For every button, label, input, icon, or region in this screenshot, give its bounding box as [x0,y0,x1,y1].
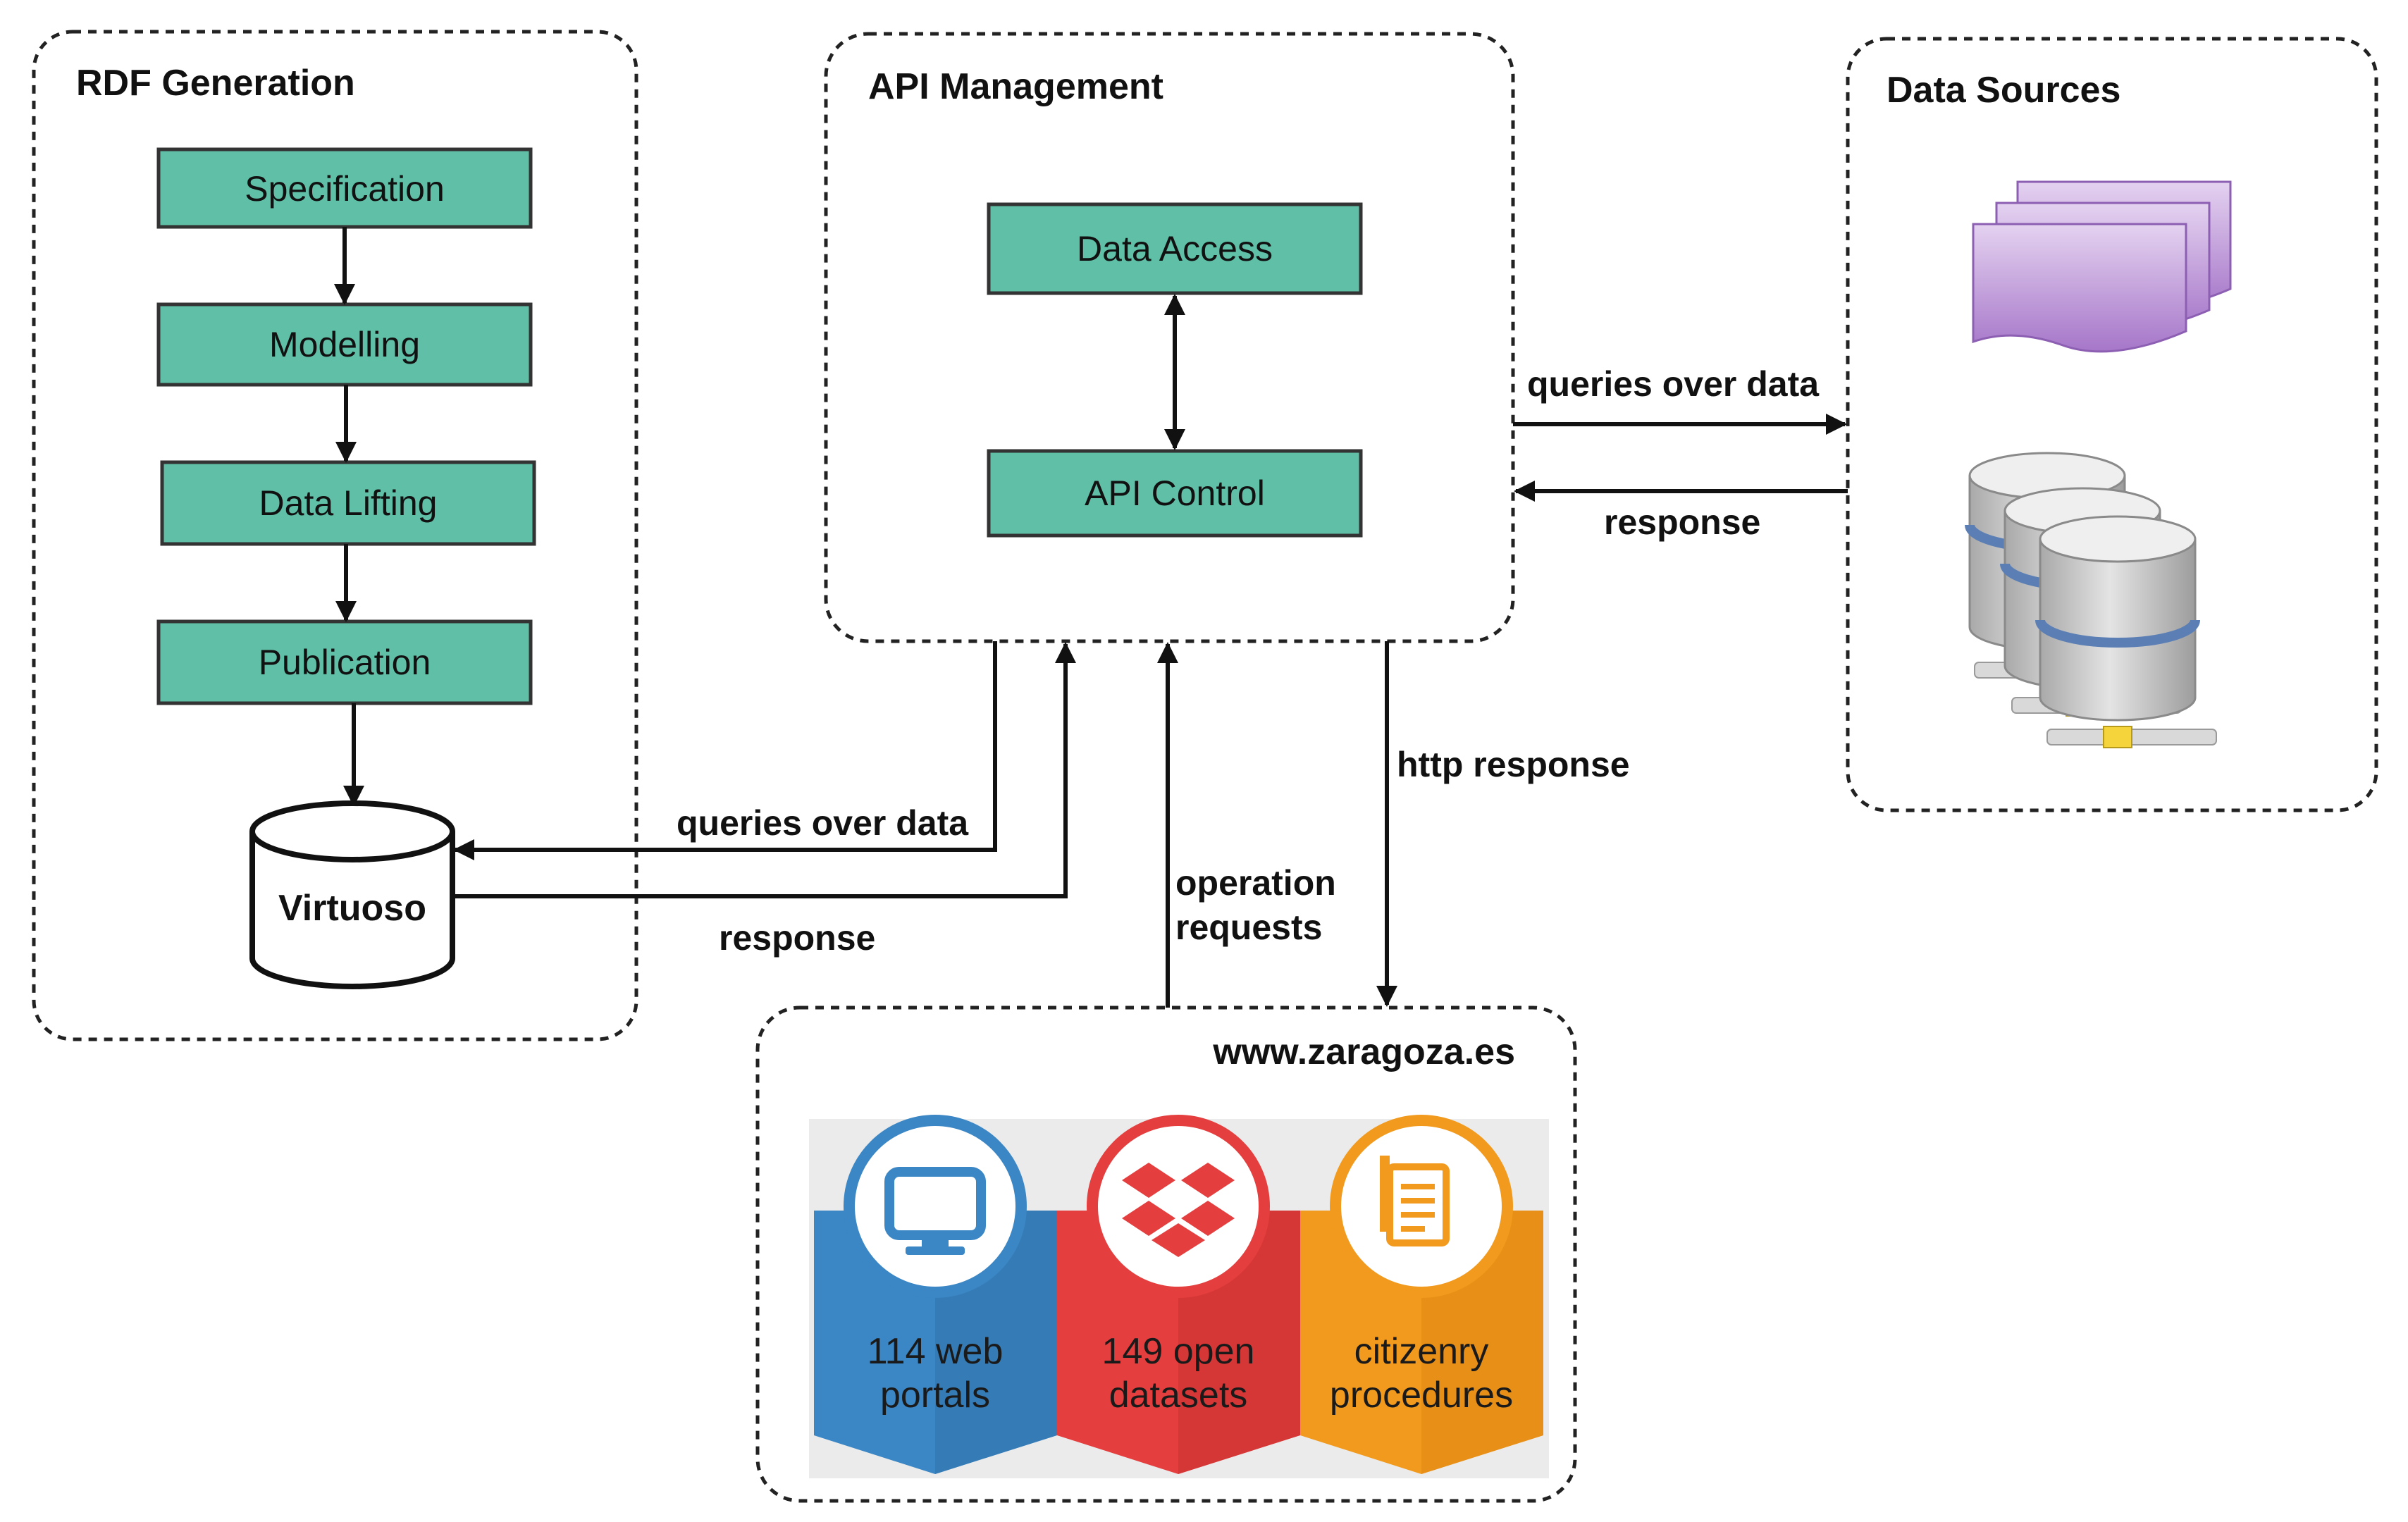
process-box-modelling: Modelling [156,302,533,387]
stat-label-line1: 149 open [1102,1331,1255,1372]
process-box-label: API Control [1085,474,1265,513]
process-box-label: Data Access [1077,229,1273,268]
api-management-group: API Management Data Access API Control [824,32,1515,643]
stat-ribbon [1300,1211,1543,1474]
stat-badge [1330,1115,1513,1298]
rdf-generation-group: RDF Generation Specification Modelling D… [32,30,638,1041]
data-sources-group: Data Sources [1846,37,2378,812]
api-website-edges: operation requests http response [1157,641,1630,1008]
edge-label-http-response: http response [1397,745,1630,784]
data-sources-title: Data Sources [1887,70,2120,111]
stat-label-line2: procedures [1330,1375,1513,1416]
process-box-label: Specification [245,169,445,209]
rdf-generation-border [32,30,638,1041]
process-box-label: Data Lifting [259,483,438,523]
stat-ribbon [1057,1211,1300,1474]
dropbox-icon [1122,1163,1235,1257]
monitor-icon [884,1167,986,1255]
process-box-specification: Specification [156,147,533,229]
document-stack-icon [1972,180,2232,353]
database-servers-icon [1965,452,2217,748]
process-box-data-lifting: Data Lifting [160,460,536,546]
server-disk-front [2035,515,2200,722]
virtuoso-cylinder-top [249,800,455,862]
edge-label-response-right: response [1604,502,1760,542]
stat-open-datasets: 149 open datasets [1057,1115,1300,1474]
edge-label-operation-requests-line1: operation [1175,863,1336,903]
process-box-label: Publication [259,643,431,682]
arrow-virtuoso-to-api [452,642,1076,898]
process-box-label: Modelling [269,325,420,364]
api-data-sources-edges: queries over data response [1513,364,1848,542]
edge-label-queries-over-data-right: queries over data [1527,364,1820,404]
process-box-rect [987,202,1363,295]
rdf-generation-title: RDF Generation [76,63,355,104]
process-box-rect [987,449,1363,538]
virtuoso-database: Virtuoso [249,800,455,989]
process-box-rect [156,619,533,705]
stat-badge [1087,1115,1270,1298]
stat-citizenry-procedures: citizenry procedures [1300,1115,1543,1474]
arrow-api-to-virtuoso [453,641,997,860]
api-management-title: API Management [868,66,1163,107]
edge-label-queries-over-data-left: queries over data [677,803,969,843]
process-box-data-access: Data Access [987,202,1363,295]
edge-label-response-left: response [719,918,875,958]
edge-label-operation-requests-line2: requests [1175,908,1322,947]
stat-label-line1: 114 web [868,1331,1004,1372]
api-virtuoso-edges: queries over data response [452,641,1076,958]
stat-label-line2: portals [880,1375,990,1416]
stat-label-line1: citizenry [1354,1331,1489,1372]
process-box-rect [156,302,533,387]
website-title: www.zaragoza.es [1212,1032,1515,1072]
data-sources-border [1846,37,2378,812]
process-box-publication: Publication [156,619,533,705]
virtuoso-label: Virtuoso [278,888,426,929]
stat-label-line2: datasets [1109,1375,1248,1416]
api-management-border [824,32,1515,643]
document-icon [1380,1156,1450,1246]
website-group: www.zaragoza.es 114 web portals [755,1006,1577,1503]
virtuoso-cylinder-body [249,831,455,989]
stat-web-portals: 114 web portals [814,1115,1057,1474]
process-box-api-control: API Control [987,449,1363,538]
stat-badge [844,1115,1027,1298]
stat-ribbon [814,1211,1057,1474]
